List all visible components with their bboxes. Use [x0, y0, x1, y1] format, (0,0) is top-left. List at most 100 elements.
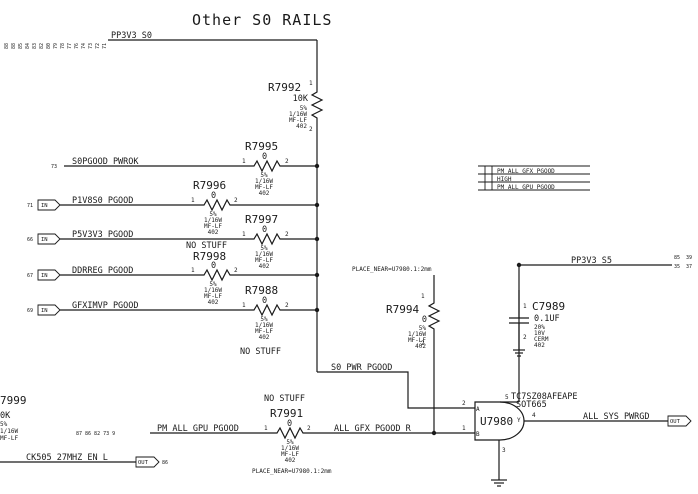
svg-text:78: 78: [60, 43, 66, 49]
net-alias-box: PM_ALL_GFX_PGOOD HIGH PM_ALL_GPU_PGOOD: [478, 165, 590, 191]
svg-text:CERM: CERM: [534, 336, 549, 343]
svg-text:402: 402: [534, 342, 545, 349]
svg-text:402: 402: [285, 457, 296, 464]
u7980-ref: U7980: [480, 415, 513, 428]
r7992-ref: R7992: [268, 81, 301, 94]
svg-text:0K: 0K: [0, 411, 11, 421]
row-s0pgood-pwrok: 73 S0PGOOD_PWROK: [51, 157, 247, 170]
pp3v3-s5-label: PP3V3_S5: [571, 256, 612, 266]
sheet-title: Other S0 RAILS: [192, 11, 332, 29]
svg-text:0: 0: [287, 419, 292, 429]
svg-text:1/16W: 1/16W: [289, 111, 307, 118]
pm-all-gpu-pgood-label: PM_ALL_GPU_PGOOD: [157, 424, 239, 434]
p5v3v3-pgood-label: P5V3V3_PGOOD: [72, 230, 133, 240]
svg-text:83: 83: [32, 43, 38, 49]
svg-text:20%: 20%: [534, 324, 545, 331]
svg-text:PM_ALL_GPU_PGOOD: PM_ALL_GPU_PGOOD: [497, 184, 555, 191]
resistor-r7991[interactable]: R7991 0 1 2 5% 1/16W MF-LF 402 PLACE_NEA…: [252, 407, 475, 475]
net-all-sys-pwrgd: ALL_SYS_PWRGD OUT: [524, 412, 692, 427]
svg-text:5%: 5%: [0, 421, 8, 428]
svg-text:402: 402: [259, 263, 270, 270]
resistor-r7992[interactable]: R7992 1 10K 5% 1/16W MF-LF 402 2: [268, 80, 324, 133]
svg-text:72: 72: [95, 43, 101, 49]
svg-text:1/16W: 1/16W: [255, 178, 273, 185]
svg-text:73: 73: [51, 164, 57, 170]
resistor-r7998[interactable]: R7998 0 1 2 5% 1/16W MF-LF 402: [191, 250, 317, 306]
svg-text:5%: 5%: [209, 211, 217, 218]
svg-text:5%: 5%: [260, 316, 268, 323]
svg-text:MF-LF: MF-LF: [204, 223, 222, 230]
svg-text:0.1UF: 0.1UF: [534, 314, 560, 324]
svg-text:7999: 7999: [0, 394, 27, 407]
svg-text:402: 402: [208, 299, 219, 306]
svg-text:1/16W: 1/16W: [255, 322, 273, 329]
pp3v3-s0-label: PP3V3_S0: [111, 31, 152, 41]
svg-text:IN: IN: [41, 308, 48, 314]
svg-text:R7997: R7997: [245, 213, 278, 226]
svg-text:2: 2: [285, 231, 289, 238]
svg-text:1/16W: 1/16W: [281, 445, 299, 452]
svg-text:2: 2: [234, 197, 238, 204]
resistor-r7996[interactable]: R7996 0 1 2 5% 1/16W MF-LF 402: [191, 179, 317, 236]
svg-text:1: 1: [242, 231, 246, 238]
svg-text:73: 73: [88, 43, 94, 49]
svg-text:402: 402: [415, 343, 426, 350]
net-s0-pwr-pgood: S0_PWR_PGOOD: [317, 363, 475, 409]
svg-text:IN: IN: [41, 203, 48, 209]
svg-text:4: 4: [532, 412, 536, 419]
r7991-place-near-note: PLACE_NEAR=U7980.1:2mm: [252, 468, 332, 475]
svg-text:86: 86: [162, 460, 168, 466]
svg-text:2: 2: [307, 425, 311, 432]
svg-text:2: 2: [462, 400, 466, 407]
svg-text:OUT: OUT: [670, 419, 681, 425]
svg-text:B: B: [476, 431, 480, 438]
row-ddrreg-pgood: 67 IN DDRREG_PGOOD: [27, 266, 197, 281]
svg-text:R7991: R7991: [270, 407, 303, 420]
row-p1v8s0-pgood: 71 IN P1V8S0_PGOOD: [27, 196, 197, 211]
svg-text:79: 79: [53, 43, 59, 49]
net-pp3v3-s0: PP3V3_S0: [108, 31, 318, 80]
net-ck505-27mhz-en-l: CK505_27MHZ_EN_L OUT 86: [0, 453, 168, 468]
svg-text:5: 5: [505, 394, 509, 401]
svg-text:2: 2: [523, 334, 527, 341]
svg-text:35: 35: [674, 264, 680, 270]
svg-text:MF-LF: MF-LF: [255, 328, 273, 335]
svg-text:2: 2: [421, 340, 425, 347]
resistor-r7994[interactable]: PLACE_NEAR=U7980.1:2mm R7994 1 0 5% 1/16…: [352, 266, 441, 433]
svg-text:IN: IN: [41, 273, 48, 279]
svg-text:MF-LF: MF-LF: [204, 293, 222, 300]
svg-text:76: 76: [74, 43, 80, 49]
svg-text:HIGH: HIGH: [497, 176, 512, 183]
svg-text:402: 402: [259, 334, 270, 341]
svg-text:71: 71: [102, 43, 108, 49]
svg-text:88: 88: [4, 43, 10, 49]
svg-text:67: 67: [27, 273, 33, 279]
and-gate-u7980[interactable]: 5 TC7SZ08AFEAPE SOT665 U7980 A B Y 2 1 4…: [462, 392, 578, 487]
svg-text:OUT: OUT: [138, 460, 149, 466]
s0-pwr-pgood-label: S0_PWR_PGOOD: [331, 363, 392, 373]
svg-text:1: 1: [523, 303, 527, 310]
svg-text:R7995: R7995: [245, 140, 278, 153]
r7992-pin1: 1: [309, 80, 313, 87]
svg-text:MF-LF: MF-LF: [255, 257, 273, 264]
svg-text:0: 0: [211, 191, 216, 201]
svg-text:69: 69: [27, 308, 33, 314]
r7996-no-stuff-note: NO STUFF: [186, 241, 227, 251]
capacitor-c7989[interactable]: 1 2 C7989 0.1UF 20% 10V CERM 402: [509, 290, 565, 357]
svg-text:5%: 5%: [419, 325, 427, 332]
all-gfx-pgood-r-label: ALL_GFX_PGOOD_R: [334, 424, 412, 434]
svg-text:1: 1: [191, 267, 195, 274]
resistor-r7997[interactable]: R7997 0 1 2 5% 1/16W MF-LF 402: [242, 213, 317, 270]
svg-text:1/16W: 1/16W: [0, 428, 18, 435]
p1v8s0-pgood-label: P1V8S0_PGOOD: [72, 196, 133, 206]
svg-text:85: 85: [674, 255, 680, 261]
svg-text:C7989: C7989: [532, 300, 565, 313]
resistor-r7995[interactable]: R7995 0 1 2 5% 1/16W MF-LF 402: [242, 140, 317, 197]
row-pm-all-gpu-pgood: 87 86 82 73 9 PM_ALL_GPU_PGOOD NO STUFF: [76, 394, 305, 437]
resistor-r7988[interactable]: R7988 0 1 2 5% 1/16W MF-LF 402 NO STUFF: [240, 284, 317, 357]
r7988-no-stuff-note: NO STUFF: [240, 347, 281, 357]
svg-text:82: 82: [39, 43, 45, 49]
svg-text:1/16W: 1/16W: [204, 287, 222, 294]
r7992-value: 10K: [293, 94, 309, 104]
svg-text:10V: 10V: [534, 330, 545, 337]
